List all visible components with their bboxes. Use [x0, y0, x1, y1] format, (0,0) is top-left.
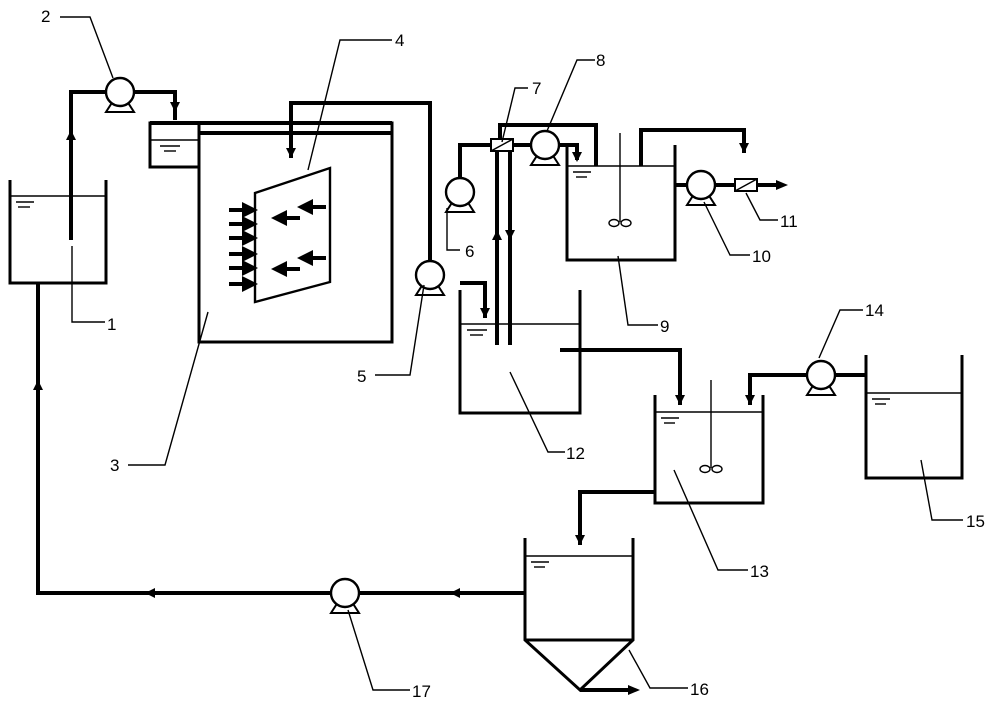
label-10: 10: [752, 247, 771, 266]
label-9: 9: [660, 317, 669, 336]
tank-15: [864, 355, 964, 480]
label-14: 14: [865, 301, 884, 320]
component-labels: 1 2 3 4 5 6 7 8 9 10 11 12 13 14 15 16 1…: [41, 7, 985, 701]
electrode-plate-4: [253, 166, 332, 304]
pump-8: [529, 129, 561, 167]
label-11: 11: [780, 212, 798, 231]
tank-1: [8, 180, 108, 285]
flow-arrows: [33, 102, 788, 695]
pump-6: [444, 176, 476, 214]
label-15: 15: [966, 512, 985, 531]
tank-13: [653, 380, 765, 505]
tank-9: [565, 133, 677, 262]
current-arrows: [229, 199, 326, 292]
valve-11: [734, 178, 758, 192]
label-12: 12: [566, 444, 585, 463]
label-16: 16: [690, 680, 709, 699]
label-7: 7: [532, 79, 541, 98]
pump-2: [104, 76, 136, 114]
label-6: 6: [465, 242, 474, 261]
label-17: 17: [412, 682, 431, 701]
settling-tank-16: [523, 538, 635, 693]
pump-17: [329, 577, 361, 615]
pump-14: [805, 359, 837, 397]
electrochemical-reactor-3: [148, 121, 394, 344]
label-8: 8: [596, 51, 605, 70]
valve-7: [490, 138, 514, 152]
label-5: 5: [357, 367, 366, 386]
label-13: 13: [750, 562, 769, 581]
label-1: 1: [107, 315, 116, 334]
pump-5: [414, 259, 446, 297]
label-2: 2: [41, 7, 50, 26]
leader-lines: [60, 16, 963, 691]
label-3: 3: [110, 456, 119, 475]
pump-10: [685, 169, 717, 207]
label-4: 4: [395, 31, 404, 50]
